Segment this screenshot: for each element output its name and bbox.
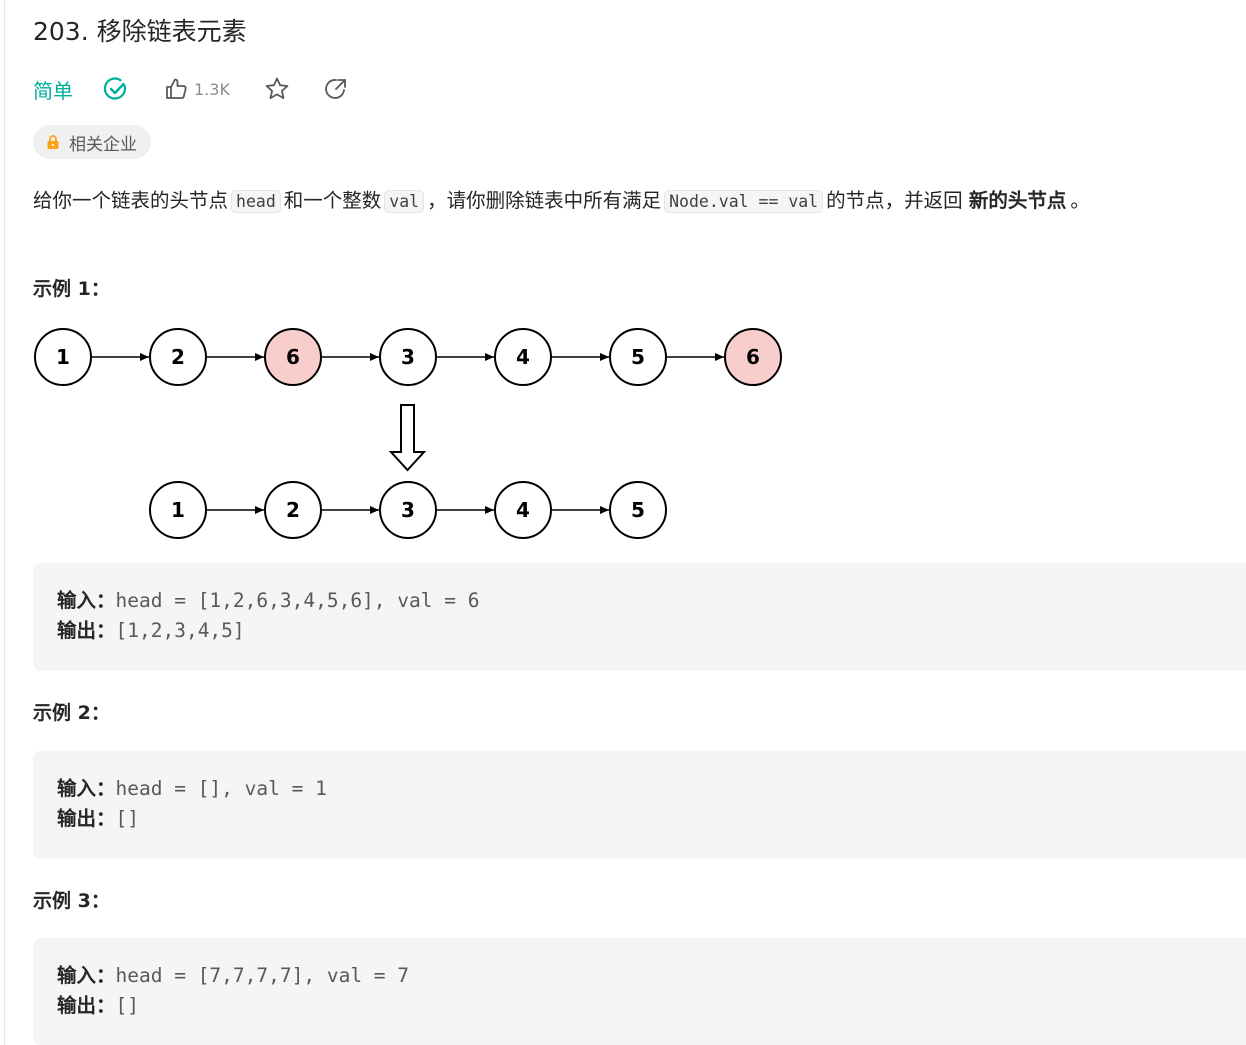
node-value: 4	[516, 498, 530, 522]
example-output: []	[115, 807, 139, 830]
problem-meta-bar: 简单 1.3K	[33, 72, 348, 106]
list-node	[34, 328, 92, 386]
inline-code-head: head	[231, 190, 281, 213]
inline-code-val: val	[384, 190, 425, 213]
statement-text: 给你一个链表的头节点	[33, 189, 229, 212]
removed-node	[724, 328, 782, 386]
node-value: 2	[286, 498, 300, 522]
linked-list-diagram: 1 2 6 3 4 5 6 1 2 3 4 5	[34, 328, 782, 539]
node-value: 1	[56, 345, 70, 369]
list-node	[149, 481, 207, 539]
list-node	[379, 328, 437, 386]
node-value: 3	[401, 345, 415, 369]
lock-icon	[45, 134, 61, 150]
list-node	[149, 328, 207, 386]
example-input: head = [7,7,7,7], val = 7	[115, 964, 410, 987]
statement-text: 和一个整数	[283, 189, 382, 212]
node-value: 5	[631, 498, 645, 522]
removed-node	[264, 328, 322, 386]
left-divider	[4, 0, 5, 1045]
example-1-codeblock: 输入：head = [1,2,6,3,4,5,6], val = 6 输出：[1…	[33, 563, 1246, 671]
node-value: 5	[631, 345, 645, 369]
like-count: 1.3K	[194, 79, 230, 99]
input-label: 输入：	[57, 589, 116, 612]
inline-code-condition: Node.val == val	[664, 190, 824, 213]
example-output: []	[115, 994, 139, 1017]
example-3-codeblock: 输入：head = [7,7,7,7], val = 7 输出：[]	[33, 938, 1246, 1045]
check-circle-icon	[103, 76, 129, 102]
node-value: 1	[171, 498, 185, 522]
node-value: 6	[746, 345, 760, 369]
output-label: 输出：	[57, 994, 116, 1017]
star-icon[interactable]	[264, 76, 290, 102]
list-node	[609, 328, 667, 386]
list-node	[494, 481, 552, 539]
example-2-codeblock: 输入：head = [], val = 1 输出：[]	[33, 751, 1246, 859]
example-3-title: 示例 3：	[33, 890, 110, 912]
difficulty-label: 简单	[33, 78, 73, 103]
example-output: [1,2,3,4,5]	[115, 619, 245, 642]
input-label: 输入：	[57, 777, 116, 800]
example-input: head = [1,2,6,3,4,5,6], val = 6	[115, 589, 480, 612]
statement-bold: 新的头节点	[968, 189, 1067, 212]
output-label: 输出：	[57, 619, 116, 642]
list-node	[494, 328, 552, 386]
node-value: 6	[286, 345, 300, 369]
problem-title: 203. 移除链表元素	[33, 17, 247, 46]
related-companies-tag[interactable]: 相关企业	[33, 125, 151, 159]
list-node	[609, 481, 667, 539]
down-arrow-icon	[388, 404, 427, 472]
node-value: 3	[401, 498, 415, 522]
list-node	[379, 481, 437, 539]
statement-text: 。	[1070, 189, 1090, 212]
example-2-title: 示例 2：	[33, 702, 110, 724]
input-label: 输入：	[57, 964, 116, 987]
node-value: 2	[171, 345, 185, 369]
share-icon[interactable]	[324, 77, 348, 101]
related-companies-label: 相关企业	[69, 134, 137, 155]
like-button[interactable]: 1.3K	[164, 77, 230, 101]
node-value: 4	[516, 345, 530, 369]
example-input: head = [], val = 1	[115, 777, 327, 800]
thumbs-up-icon	[164, 77, 188, 101]
statement-text: 的节点，并返回	[826, 189, 963, 212]
output-label: 输出：	[57, 807, 116, 830]
statement-text: ，请你删除链表中所有满足	[427, 189, 662, 212]
list-node	[264, 481, 322, 539]
example-1-title: 示例 1：	[33, 278, 110, 300]
